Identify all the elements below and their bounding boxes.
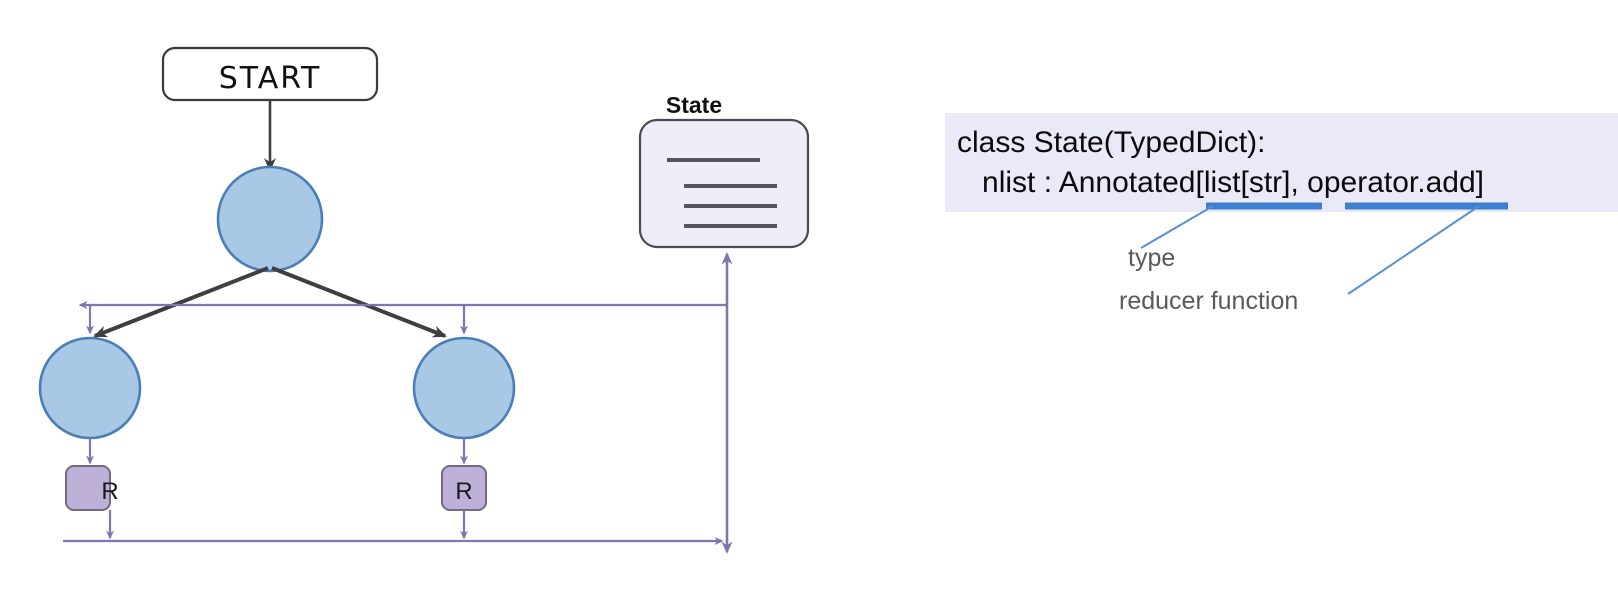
state-node-box <box>638 118 810 249</box>
edge-entry-to-node-right <box>271 266 447 338</box>
reducer-left-label: R <box>101 478 118 505</box>
state-node[interactable]: State <box>638 92 810 249</box>
code-line-1: class State(TypedDict): <box>957 126 1265 159</box>
annotation-label-reducer-function: reducer function <box>1119 287 1298 315</box>
edge-entry-to-node-left <box>93 266 269 338</box>
reducer-left[interactable]: R <box>65 465 119 511</box>
code-line-2: nlist : Annotated[list[str], operator.ad… <box>957 166 1484 199</box>
reducer-right[interactable]: R <box>441 465 487 511</box>
code-panel-background <box>945 113 1618 212</box>
start-node-label: START <box>219 61 322 96</box>
leader-line-reducer-function <box>1347 205 1480 295</box>
node-right[interactable] <box>412 336 516 440</box>
state-node-label: State <box>666 92 722 118</box>
annotation-label-type: type <box>1128 244 1175 272</box>
node-entry[interactable] <box>216 165 324 273</box>
reducer-left-box <box>65 465 111 511</box>
reducer-right-label: R <box>455 478 472 505</box>
start-node[interactable]: START <box>161 46 379 102</box>
node-left[interactable] <box>38 336 142 440</box>
leader-line-type <box>1140 205 1214 249</box>
